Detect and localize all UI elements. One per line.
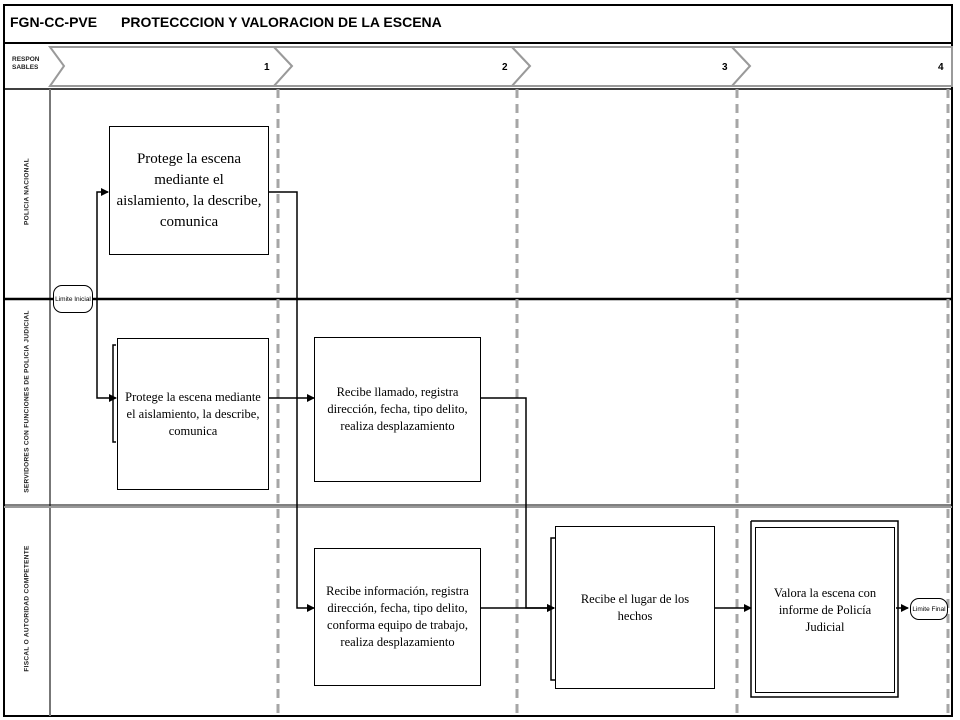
box-spj-protege-escena: Protege la escena mediante el aislamient…	[117, 338, 269, 490]
column-number-4: 4	[938, 62, 944, 73]
responsables-label: RESPON SABLES	[12, 56, 40, 71]
document-code: FGN-CC-PVE	[10, 14, 98, 30]
column-number-3: 3	[722, 62, 728, 73]
box-pn-protege-escena: Protege la escena mediante el aislamient…	[109, 126, 269, 255]
outer-frame	[3, 4, 953, 717]
lane-label-fiscal: FISCAL O AUTORIDAD COMPETENTE	[23, 545, 31, 672]
box-spj-recibe-llamado: Recibe llamado, registra dirección, fech…	[314, 337, 481, 482]
start-terminal: Limite Inicial	[53, 285, 93, 313]
lane-label-policia-nacional: POLICIA NACIONAL	[23, 157, 31, 226]
box-fiscal-recibe-informacion: Recibe información, registra dirección, …	[314, 548, 481, 686]
column-number-1: 1	[264, 62, 270, 73]
box-fiscal-valora-escena: Valora la escena con informe de Policía …	[755, 527, 895, 693]
stack-edges	[112, 344, 899, 698]
chevron-header	[48, 46, 953, 87]
column-number-2: 2	[502, 62, 508, 73]
box-fiscal-recibe-lugar: Recibe el lugar de los hechos	[555, 526, 715, 689]
connectors	[96, 188, 909, 612]
lane-label-servidores-policia-judicial: SERVIDORES CON FUNCIONES DE POLICIA JUDI…	[23, 310, 31, 493]
end-terminal: Limite Final	[910, 598, 948, 620]
diagram-title: PROTECCCION Y VALORACION DE LA ESCENA	[121, 14, 442, 30]
page-title: FGN-CC-PVE PROTECCCION Y VALORACION DE L…	[10, 14, 442, 30]
